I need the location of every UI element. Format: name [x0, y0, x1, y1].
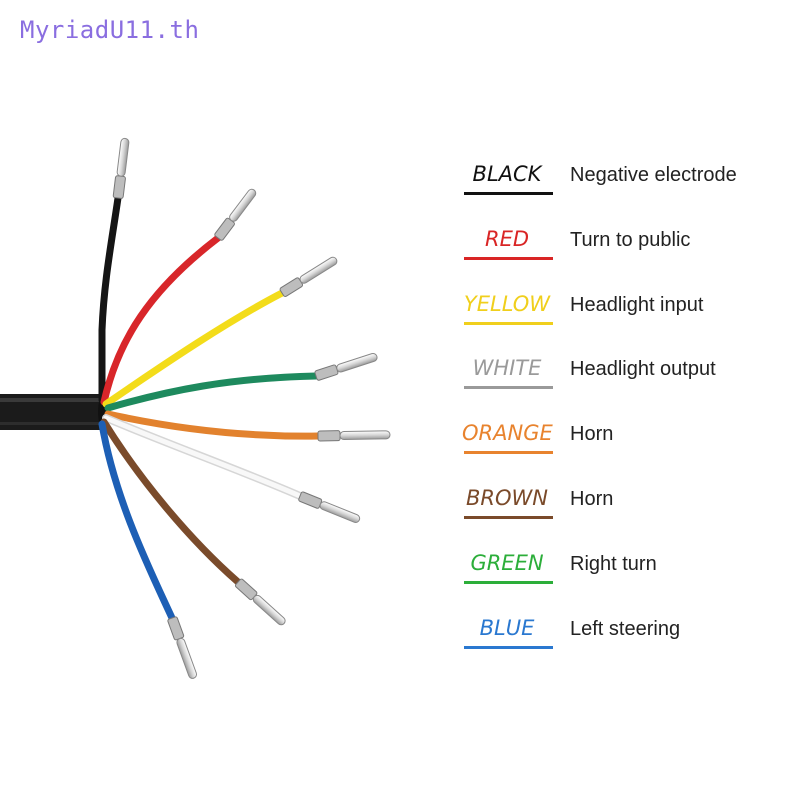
legend-underline	[464, 192, 553, 195]
terminal-red	[214, 188, 257, 241]
legend-row-green: GREEN Right turn	[462, 551, 792, 591]
legend-meaning: Left steering	[570, 618, 681, 640]
main-cable	[0, 394, 110, 430]
legend-meaning: Headlight output	[570, 358, 716, 380]
wire-red	[100, 234, 222, 406]
legend-color-name: BROWN	[465, 486, 548, 510]
terminal-brown	[234, 578, 286, 626]
legend-meaning: Right turn	[570, 553, 657, 575]
legend-row-black: BLACK Negative electrode	[462, 162, 792, 202]
wire-green	[104, 372, 320, 412]
legend-underline	[464, 257, 553, 260]
legend-underline	[464, 581, 553, 584]
legend-row-brown: BROWN Horn	[462, 486, 792, 526]
legend-row-orange: ORANGE Horn	[462, 421, 792, 461]
legend-meaning: Horn	[570, 488, 614, 510]
legend-color-name: BLUE	[479, 616, 535, 640]
terminal-yellow	[279, 256, 338, 297]
legend-underline	[464, 386, 553, 389]
legend-color-name: BLACK	[472, 162, 542, 186]
legend-color-name: WHITE	[472, 356, 542, 380]
terminal-green	[314, 352, 378, 381]
terminal-white	[298, 491, 361, 523]
legend-meaning: Headlight input	[570, 294, 704, 316]
wire-yellow	[102, 289, 286, 408]
legend-meaning: Horn	[570, 423, 614, 445]
wire-blue	[98, 420, 176, 622]
legend-row-white: WHITE Headlight output	[462, 356, 792, 396]
terminal-orange	[317, 430, 391, 442]
legend-color-name: GREEN	[470, 551, 544, 575]
terminal-blue	[167, 616, 198, 679]
legend-row-blue: BLUE Left steering	[462, 616, 792, 656]
legend-meaning: Turn to public	[570, 229, 691, 251]
watermark-text: MyriadU11.th	[20, 16, 200, 44]
legend-color-name: ORANGE	[462, 421, 553, 445]
legend-underline	[464, 646, 553, 649]
legend-color-name: RED	[484, 227, 530, 251]
legend-color-name: YELLOW	[463, 292, 551, 316]
legend-underline	[464, 322, 553, 325]
terminal-black	[112, 137, 130, 199]
wire-black	[98, 194, 122, 404]
wire-orange	[104, 410, 322, 440]
legend-row-red: RED Turn to public	[462, 227, 792, 267]
legend-meaning: Negative electrode	[570, 164, 737, 186]
wire-brown	[100, 418, 242, 586]
legend-underline	[464, 516, 553, 519]
wire-white-core	[103, 415, 303, 499]
legend-row-yellow: YELLOW Headlight input	[462, 292, 792, 332]
legend-underline	[464, 451, 553, 454]
